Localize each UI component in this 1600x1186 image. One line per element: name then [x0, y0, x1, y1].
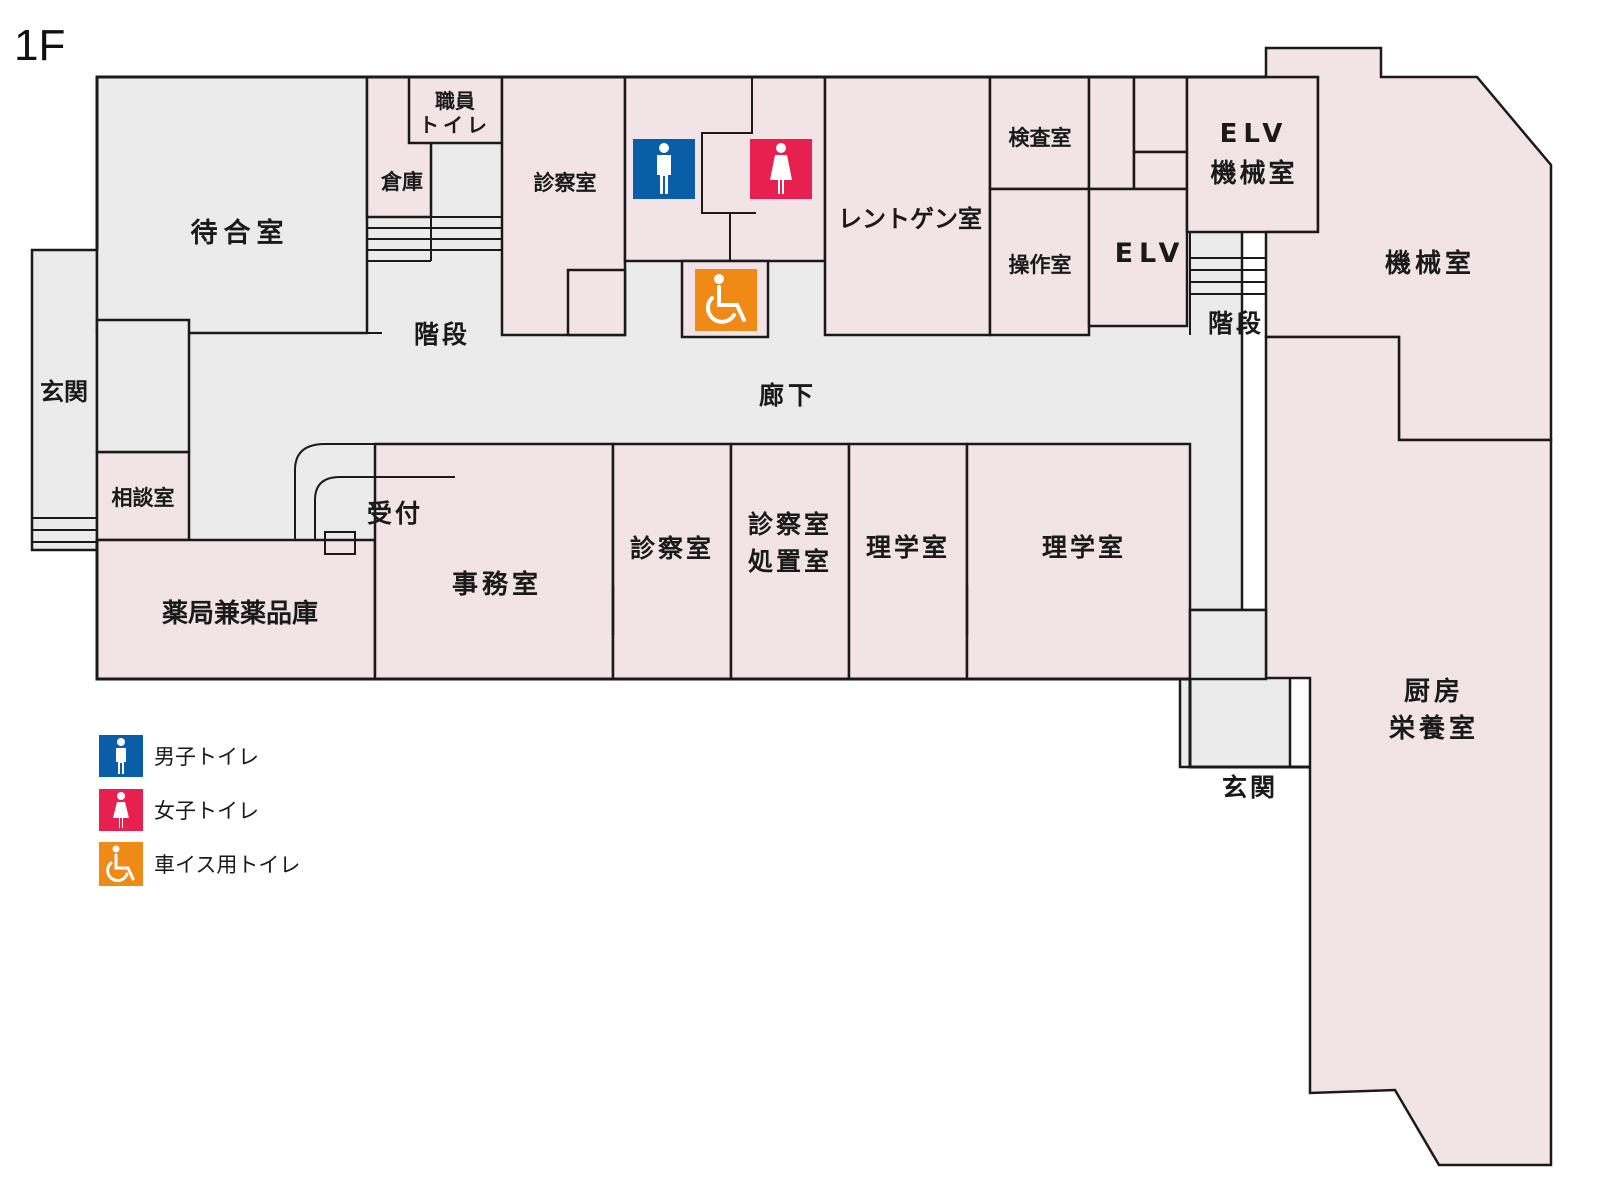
entrance-west-label: 玄関: [40, 378, 88, 406]
building-outline-south: [95, 540, 1310, 769]
pharmacy-room: [95, 538, 377, 681]
elv-machine-room-label-line-2: 機械室: [1210, 158, 1297, 189]
reception-counter: [294, 443, 455, 540]
staff-toilet-label-line-1: 職員: [435, 89, 475, 113]
toilet-partition: [701, 77, 756, 261]
elevator-label: ELV: [1115, 238, 1186, 269]
staff-toilet-label-line-2: トイレ: [419, 113, 491, 137]
xray-room-label: レントゲン室: [838, 205, 982, 233]
xray-room: [823, 75, 992, 337]
waiting-room-label: 待合室: [191, 217, 290, 249]
legend-label-female: 女子トイレ: [154, 799, 259, 823]
kitchen-label-line-1: 厨房: [1404, 677, 1464, 707]
stairs-west-label: 階段: [414, 320, 470, 349]
shaft-b: [1132, 75, 1189, 154]
physio-room-2: [965, 442, 1192, 681]
physio-room-2-label: 理学室: [1042, 533, 1126, 562]
entrance-west-area: [30, 248, 99, 552]
physio-room-1-label: 理学室: [866, 533, 950, 562]
kitchen-label: 厨房 栄養室: [1388, 677, 1479, 744]
staff-toilet-room: [407, 75, 504, 145]
entrance-west-steps: [32, 517, 97, 543]
corridor-label: 廊下: [759, 381, 817, 410]
elevator-shaft: [1087, 187, 1189, 328]
legend-wheelchair-toilet-icon: [99, 842, 143, 886]
wheelchair-toilet-icon: [695, 269, 757, 331]
staff-toilet-label: 職員 トイレ: [419, 89, 491, 137]
female-toilet-icon: [750, 139, 812, 199]
exam-room-north-closet: [566, 268, 627, 337]
consultation-label: 相談室: [112, 486, 175, 510]
legend-female-toilet-icon: [99, 789, 143, 831]
kitchen-label-line-2: 栄養室: [1388, 713, 1479, 744]
floor-label: 1F: [14, 21, 65, 70]
exam-room-north-label: 診察室: [534, 171, 597, 195]
shaft-c: [1132, 150, 1189, 191]
legend-label-wheelchair: 車イス用トイレ: [154, 853, 300, 877]
east-passage: [1188, 608, 1268, 681]
shaft-a: [1087, 75, 1136, 191]
office-label: 事務室: [452, 569, 542, 600]
exam-room-south: [611, 442, 733, 681]
building-outline: [95, 75, 1266, 250]
legend-label-male: 男子トイレ: [154, 745, 259, 769]
elv-machine-room-box: [1185, 75, 1320, 234]
physio-room-1: [847, 442, 969, 681]
reception-desk: [324, 531, 356, 555]
machine-room-label: 機械室: [1385, 248, 1475, 279]
west-annex: [95, 318, 191, 454]
legend-male-toilet-icon: [99, 735, 143, 777]
stairs-east-symbol: [1189, 231, 1266, 335]
storage-label: 倉庫: [380, 170, 423, 194]
exam-room-south-label: 診察室: [630, 534, 714, 563]
elv-machine-room-label: ELV 機械室: [1210, 119, 1297, 189]
exam-treatment-room-label-line-1: 診察室: [748, 510, 832, 539]
pharmacy-label: 薬局兼薬品庫: [162, 598, 318, 629]
stairs-west-symbol: [366, 143, 502, 334]
exam-treatment-room-label-line-2: 処置室: [748, 547, 832, 576]
male-toilet-icon: [633, 139, 695, 199]
inspection-room-label: 検査室: [1009, 126, 1072, 150]
inspection-room: [988, 75, 1091, 191]
stairs-east-label: 階段: [1208, 309, 1264, 338]
kitchen-area: [1264, 335, 1553, 1167]
office-room: [373, 442, 615, 681]
exam-treatment-room: [729, 442, 851, 681]
consultation-room: [95, 450, 191, 542]
exam-treatment-room-label: 診察室 処置室: [748, 510, 832, 576]
operation-room-label: 操作室: [1009, 253, 1072, 277]
waiting-room-area: [95, 75, 369, 335]
entrance-east-label: 玄関: [1222, 773, 1278, 802]
reception-label: 受付: [367, 499, 423, 528]
elv-machine-room-label-line-1: ELV: [1220, 119, 1289, 149]
